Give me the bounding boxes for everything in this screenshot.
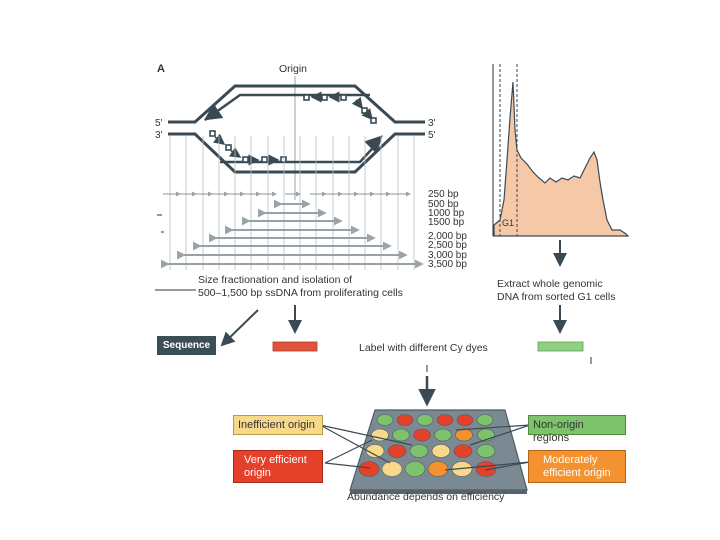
origin-label: Origin <box>279 63 307 75</box>
red-labelled-dna-bar <box>272 341 318 352</box>
strand-label-left-bottom: 3' <box>155 130 163 141</box>
category-connectors <box>319 424 531 471</box>
green-labelled-dna-bar <box>537 341 584 352</box>
flow-histogram: G1 <box>492 64 630 237</box>
very-efficient-label-line2: origin <box>244 467 271 479</box>
inefficient-origin-label: Inefficient origin <box>238 419 315 431</box>
moderately-efficient-origin-box: Moderately efficient origin <box>528 450 626 483</box>
very-efficient-origin-box: Very efficient origin <box>233 450 323 483</box>
nascent-arrow-left <box>203 103 224 121</box>
microarray-spot <box>358 461 380 477</box>
microarray-spot <box>476 444 496 458</box>
microarray-spot <box>396 414 414 426</box>
size-label: 3,000 bp <box>428 250 467 261</box>
non-origin-regions-box: Non-origin regions <box>528 415 626 444</box>
size-fraction-arrows <box>160 191 424 269</box>
size-label: 1000 bp <box>428 208 465 219</box>
size-fraction-guides <box>169 136 415 270</box>
fractionation-text-line2: 500–1,500 bp ssDNA from proliferating ce… <box>198 287 403 299</box>
size-label: 3,500 bp <box>428 259 467 270</box>
microarray-spot <box>436 414 454 426</box>
strand-label-left-top: 5' <box>155 118 163 129</box>
panel-label: A <box>157 63 165 75</box>
microarray-spot <box>455 428 473 442</box>
extract-text-line2: DNA from sorted G1 cells <box>497 291 615 303</box>
arrow-to-sequence <box>220 309 259 347</box>
size-label: 250 bp <box>428 189 459 200</box>
very-efficient-label-line1: Very efficient <box>244 454 307 466</box>
microarray-spot <box>416 414 434 426</box>
microarray-spot <box>381 461 403 477</box>
size-label: 1500 bp <box>428 217 465 228</box>
extract-text-line1: Extract whole genomic <box>497 278 603 290</box>
microarray-spot <box>413 428 431 442</box>
moderately-label-line1: Moderately <box>543 454 598 466</box>
replication-bubble <box>168 84 425 174</box>
size-label: 2,000 bp <box>428 231 467 242</box>
strand-label-right-bottom: 5' <box>428 130 436 141</box>
size-label: 2,500 bp <box>428 240 467 251</box>
okazaki-fragments-bottom <box>209 130 287 166</box>
abundance-text: Abundance depends on efficiency <box>347 491 505 503</box>
g1-label: G1 <box>502 218 514 228</box>
parental-strand-top <box>168 84 425 124</box>
cy-dyes-text: Label with different Cy dyes <box>359 342 488 354</box>
microarray-spot <box>371 428 389 442</box>
microarray-spot <box>387 444 407 458</box>
microarray-spot <box>376 414 394 426</box>
microarray-spot <box>404 461 426 477</box>
microarray-spot <box>427 461 449 477</box>
okazaki-fragments-top <box>303 91 377 124</box>
microarray-spot <box>365 444 385 458</box>
microarray-spot <box>434 428 452 442</box>
parental-strand-bottom <box>168 132 425 174</box>
microarray-spot <box>409 444 429 458</box>
histogram-area <box>493 81 630 237</box>
non-origin-label: Non-origin regions <box>533 419 584 444</box>
nascent-arrow-right <box>364 135 383 154</box>
sequence-button[interactable]: Sequence <box>157 336 216 355</box>
microarray-spot <box>392 428 410 442</box>
microarray-spot <box>476 414 494 426</box>
size-label: 500 bp <box>428 199 459 210</box>
microarray-spot <box>453 444 473 458</box>
moderately-label-line2: efficient origin <box>543 467 611 479</box>
microarray-spot <box>456 414 474 426</box>
strand-label-right-top: 3' <box>428 118 436 129</box>
inefficient-origin-box: Inefficient origin <box>233 415 323 435</box>
microarray-spot <box>431 444 451 458</box>
fractionation-text-line1: Size fractionation and isolation of <box>198 274 352 286</box>
